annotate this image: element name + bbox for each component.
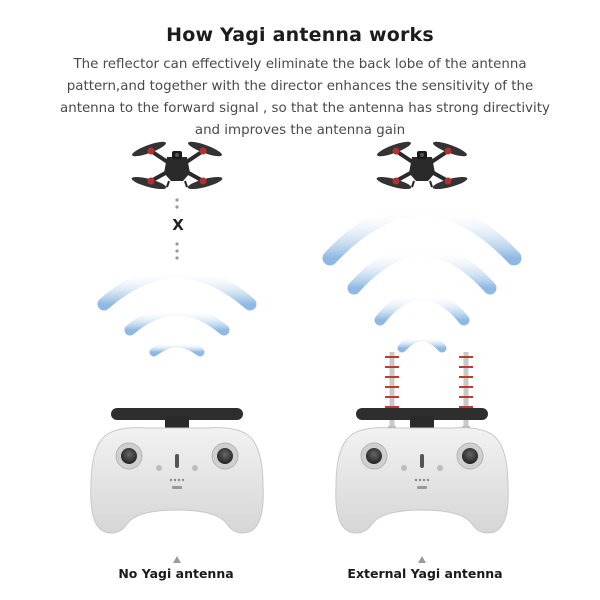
label-no-yagi: No Yagi antenna xyxy=(118,566,234,581)
blocked-path xyxy=(175,198,179,260)
signal-waves-left xyxy=(97,265,257,357)
yagi-antenna-left xyxy=(385,352,399,436)
drone-right xyxy=(373,137,471,194)
controller-left xyxy=(90,407,264,534)
label-pointer-right xyxy=(418,556,426,563)
description-line: pattern,and together with the director e… xyxy=(66,79,534,94)
label-external-yagi: External Yagi antenna xyxy=(347,566,503,581)
signal-waves-right xyxy=(322,201,522,353)
label-pointer-left xyxy=(173,556,181,563)
yagi-antenna-right xyxy=(459,352,473,436)
description-line: antenna to the forward signal , so that … xyxy=(60,101,550,116)
controller-right xyxy=(335,407,509,534)
drone-left xyxy=(128,137,226,194)
page-title: How Yagi antenna works xyxy=(166,24,434,46)
blocked-mark: X xyxy=(172,216,184,234)
description-line: and improves the antenna gain xyxy=(194,123,406,138)
description-line: The reflector can effectively eliminate … xyxy=(73,57,527,72)
description: The reflector can effectively eliminate … xyxy=(60,54,550,142)
